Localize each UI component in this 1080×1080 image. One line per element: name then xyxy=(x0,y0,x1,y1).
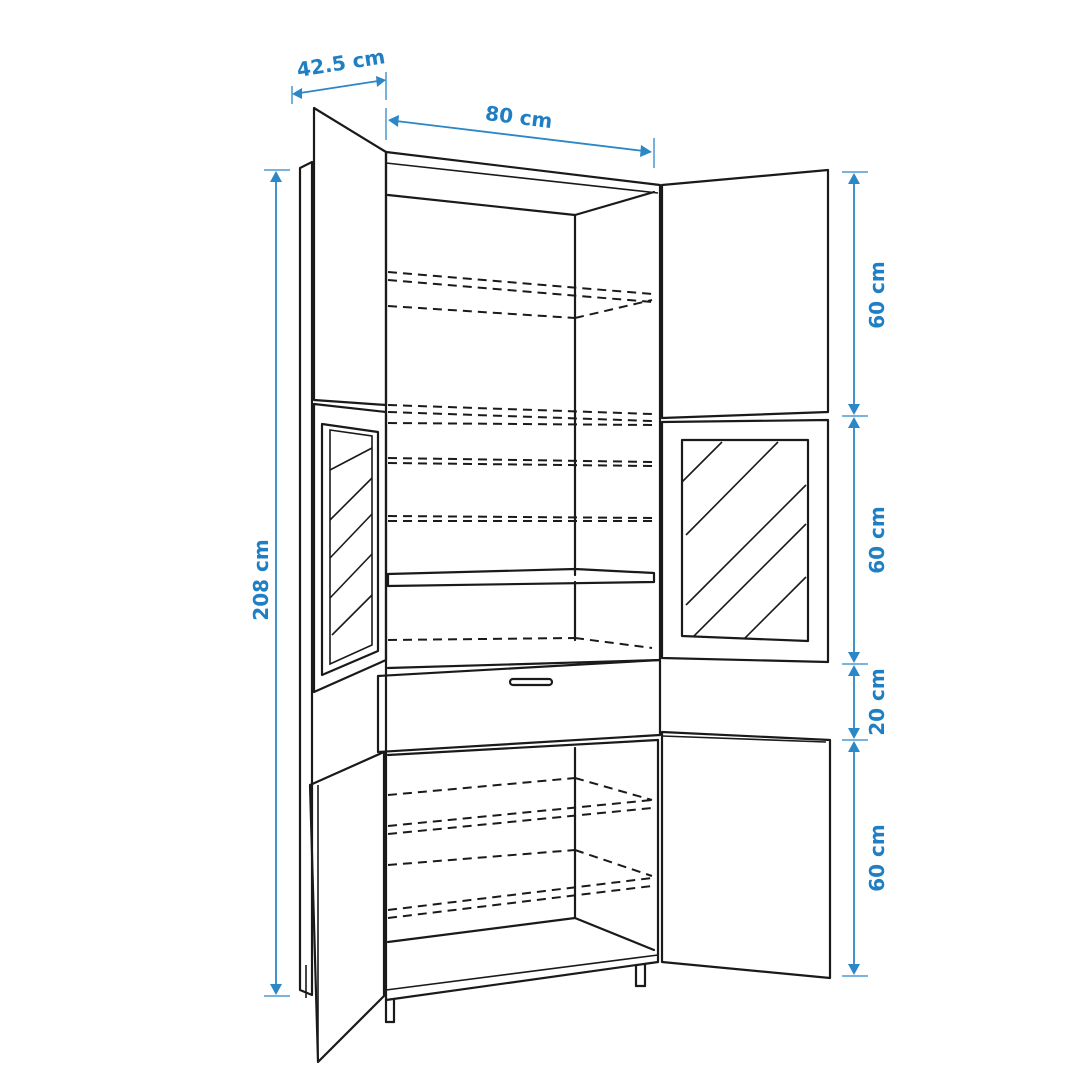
section-drawer-label: 20 cm xyxy=(865,668,889,736)
section-glass-label: 60 cm xyxy=(865,506,889,574)
right-top-door[interactable] xyxy=(660,168,830,420)
left-glass-door[interactable] xyxy=(312,402,388,694)
glass-hatching xyxy=(329,447,373,636)
drawer-handle[interactable] xyxy=(508,677,554,687)
height-dimension: 208 cm xyxy=(249,169,290,997)
left-bottom-door[interactable] xyxy=(308,750,386,1064)
height-label: 208 cm xyxy=(249,539,273,620)
width-dimension: 80 cm xyxy=(385,101,655,168)
cabinet-side-panel xyxy=(298,160,314,998)
right-bottom-door[interactable] xyxy=(660,730,832,980)
depth-dimension: 42.5 cm xyxy=(291,44,387,104)
section-bottom-label: 60 cm xyxy=(865,824,889,892)
glass-hatching xyxy=(681,441,807,639)
width-label: 80 cm xyxy=(484,101,554,133)
depth-label: 42.5 cm xyxy=(295,44,387,82)
right-glass-door[interactable] xyxy=(660,418,830,664)
section-top-label: 60 cm xyxy=(865,261,889,329)
left-top-door[interactable] xyxy=(312,106,388,407)
section-dimensions: 60 cm 60 cm 20 cm 60 cm xyxy=(842,171,889,977)
adjustable-shelves xyxy=(387,271,653,919)
